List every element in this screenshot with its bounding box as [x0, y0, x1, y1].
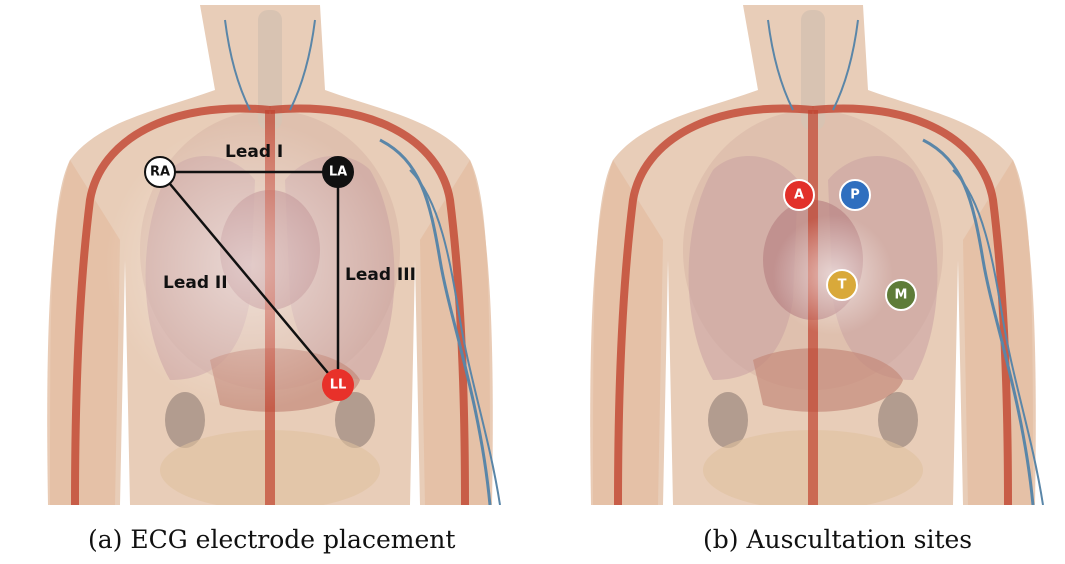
- electrode-ll: LL: [323, 370, 353, 400]
- caption-ecg: (a) ECG electrode placement: [88, 525, 455, 554]
- electrode-ll-label: LL: [330, 378, 347, 393]
- site-tricuspid: T: [827, 270, 857, 300]
- site-aortic: A: [784, 180, 814, 210]
- site-pulmonic-label: P: [850, 188, 860, 203]
- site-tricuspid-label: T: [838, 278, 847, 293]
- electrode-ra-label: RA: [150, 165, 170, 180]
- site-pulmonic: P: [840, 180, 870, 210]
- electrode-la-label: LA: [329, 165, 347, 180]
- lead-3-label: Lead III: [345, 265, 416, 285]
- torso-illustration-auscultation: A P T M: [563, 0, 1063, 505]
- ecg-panel: Lead I Lead II Lead III RA LA LL: [20, 0, 520, 505]
- auscultation-panel: A P T M: [563, 0, 1063, 505]
- site-mitral-label: M: [895, 288, 908, 303]
- site-aortic-label: A: [794, 188, 804, 203]
- electrode-la: LA: [323, 157, 353, 187]
- electrode-ra: RA: [145, 157, 175, 187]
- caption-auscultation: (b) Auscultation sites: [703, 525, 972, 554]
- torso-illustration-ecg: Lead I Lead II Lead III RA LA LL: [20, 0, 520, 505]
- lead-1-label: Lead I: [225, 142, 283, 162]
- lead-2-label: Lead II: [163, 273, 228, 293]
- site-mitral: M: [886, 280, 916, 310]
